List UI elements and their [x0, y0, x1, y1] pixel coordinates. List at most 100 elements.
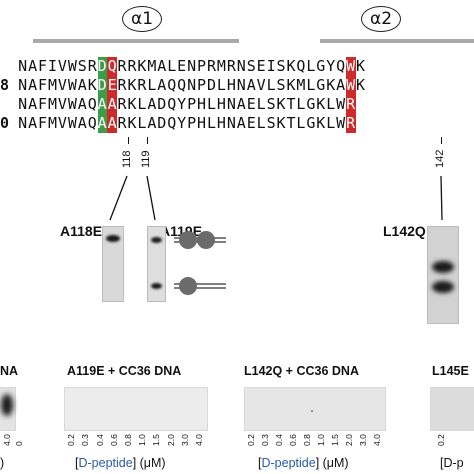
residue: W — [336, 95, 346, 113]
residue: K — [276, 114, 287, 132]
residue: K — [316, 95, 326, 113]
panel-title-left: NA — [0, 364, 19, 378]
residue: Q — [296, 57, 307, 75]
conc-label: 1.5 — [330, 434, 340, 446]
residue: W — [67, 114, 78, 132]
residue: A — [157, 57, 167, 75]
residue: A — [147, 114, 157, 132]
residue: A — [236, 95, 247, 113]
residue: W — [336, 114, 346, 132]
residue: Q — [167, 95, 177, 113]
dna-complex-schematic — [174, 231, 226, 295]
residue: K — [326, 76, 336, 94]
residue: F — [38, 57, 48, 75]
residue: E — [107, 76, 118, 95]
conc-label: 0.3 — [260, 434, 270, 446]
gel-lane-a118e — [102, 226, 124, 302]
residue: A — [336, 76, 346, 94]
conc-label: 0.2 — [66, 434, 77, 446]
residue: V — [57, 57, 68, 75]
panel-title-a119e: A119E + CC36 DNA — [67, 364, 182, 378]
conc-label: 3.0 — [358, 434, 368, 446]
residue: A — [97, 114, 108, 133]
residue: N — [187, 57, 197, 75]
residue: S — [276, 76, 287, 94]
residue: W — [345, 57, 356, 76]
residue: L — [326, 95, 336, 113]
connector-119 — [146, 175, 156, 221]
gel-strip-left — [0, 387, 16, 431]
residue: A — [28, 114, 38, 132]
mutant-label-l142q: L142Q — [383, 223, 426, 239]
residue: D — [157, 95, 167, 113]
gel-band — [151, 237, 162, 243]
conc-left-0: 4.0 — [2, 434, 12, 446]
residue: L — [256, 95, 267, 113]
residue: L — [137, 95, 148, 113]
residue: H — [216, 95, 227, 113]
gel-band — [151, 283, 162, 289]
residue: I — [47, 57, 58, 75]
residue: H — [197, 114, 207, 132]
conc-label: 2.0 — [344, 434, 354, 446]
sequence-row-number: 8 — [0, 76, 10, 94]
residue: L — [306, 57, 316, 75]
conc-label: 2.0 — [165, 434, 176, 446]
residue: K — [87, 76, 98, 94]
residue: L — [306, 76, 316, 94]
gel-strip-a119e — [64, 387, 208, 431]
tick-142 — [441, 137, 442, 144]
residue: L — [266, 76, 277, 94]
conc-label: 0.8 — [122, 434, 133, 446]
residue: R — [137, 76, 148, 94]
residue: E — [177, 57, 187, 75]
residue: N — [187, 76, 197, 94]
residue: S — [266, 95, 277, 113]
residue: W — [345, 76, 356, 95]
helix-alpha2-bar — [320, 39, 474, 43]
connector-118 — [109, 175, 128, 221]
conc-label: 1.0 — [137, 434, 148, 446]
residue: L — [256, 114, 267, 132]
residue: Q — [177, 76, 187, 94]
residue: L — [216, 76, 227, 94]
residue: A — [157, 76, 167, 94]
panel-title-l142q: L142Q + CC36 DNA — [244, 364, 359, 378]
residue: K — [356, 57, 366, 75]
conc-label: 0.4 — [94, 434, 105, 446]
residue: P — [197, 76, 207, 94]
residue: W — [67, 57, 78, 75]
residue: F — [38, 114, 48, 132]
residue: A — [97, 95, 108, 114]
sequence-text: NAFMVWAQAARKLADQYPHLHNAELSKTLGKLWR — [18, 95, 356, 114]
residue: R — [206, 57, 217, 75]
residue: A — [77, 95, 88, 113]
axis-label-left-fragment: ) — [0, 456, 5, 470]
residue: M — [296, 76, 307, 94]
residue: R — [117, 76, 128, 94]
residue: S — [77, 57, 88, 75]
residue: D — [97, 76, 108, 95]
residue: T — [286, 95, 297, 113]
residue: N — [226, 114, 237, 132]
residue: S — [246, 57, 257, 75]
residue: G — [306, 95, 316, 113]
axis-label-l142q: [D-peptide] (μM) — [258, 456, 349, 470]
gel-band — [1, 394, 13, 416]
axis-label-a119e: [D-peptide] (μM) — [75, 456, 166, 470]
residue: K — [127, 114, 138, 132]
residue: A — [77, 114, 88, 132]
sequence-text: NAFMVWAKDERKRLAQQNPDLHNAVLSKMLGKAWK — [18, 76, 366, 95]
residue: L — [326, 114, 336, 132]
residue: R — [117, 114, 128, 132]
residue: V — [57, 114, 68, 132]
residue: A — [246, 76, 257, 94]
residue: V — [256, 76, 267, 94]
residue: Q — [336, 57, 346, 75]
conc-label: 1.0 — [316, 434, 326, 446]
mutant-label-a118e: A118E — [60, 223, 103, 239]
residue: L — [206, 114, 217, 132]
residue: P — [187, 95, 197, 113]
residue: R — [345, 95, 356, 114]
conc-label: 0.6 — [108, 434, 119, 446]
